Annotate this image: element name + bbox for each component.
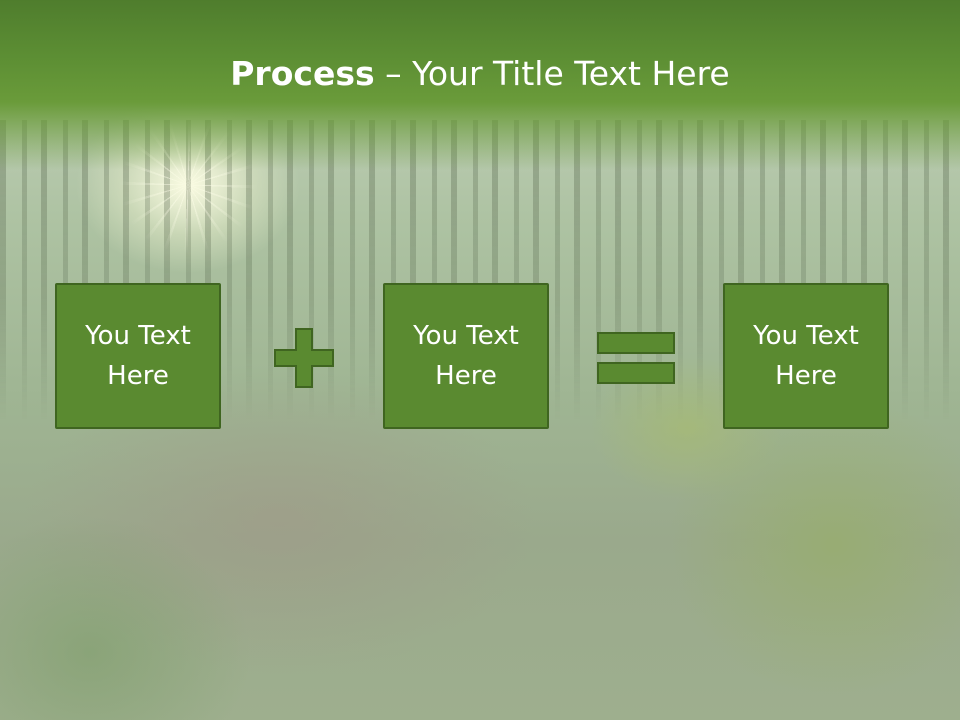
- plus-icon: [274, 328, 334, 388]
- background-grass: [0, 380, 300, 720]
- box-2-line-1: You Text: [413, 321, 519, 351]
- process-box-1[interactable]: You Text Here: [55, 283, 221, 429]
- box-1-line-2: Here: [107, 361, 169, 391]
- equals-icon: [597, 332, 675, 384]
- slide-title[interactable]: Process – Your Title Text Here: [0, 52, 960, 96]
- process-box-2[interactable]: You Text Here: [383, 283, 549, 429]
- box-2-line-2: Here: [435, 361, 497, 391]
- box-3-line-1: You Text: [753, 321, 859, 351]
- process-box-3[interactable]: You Text Here: [723, 283, 889, 429]
- box-3-line-2: Here: [775, 361, 837, 391]
- title-bar: [0, 0, 960, 170]
- title-bold: Process: [230, 54, 375, 93]
- title-rest: – Your Title Text Here: [374, 54, 730, 93]
- box-1-line-1: You Text: [85, 321, 191, 351]
